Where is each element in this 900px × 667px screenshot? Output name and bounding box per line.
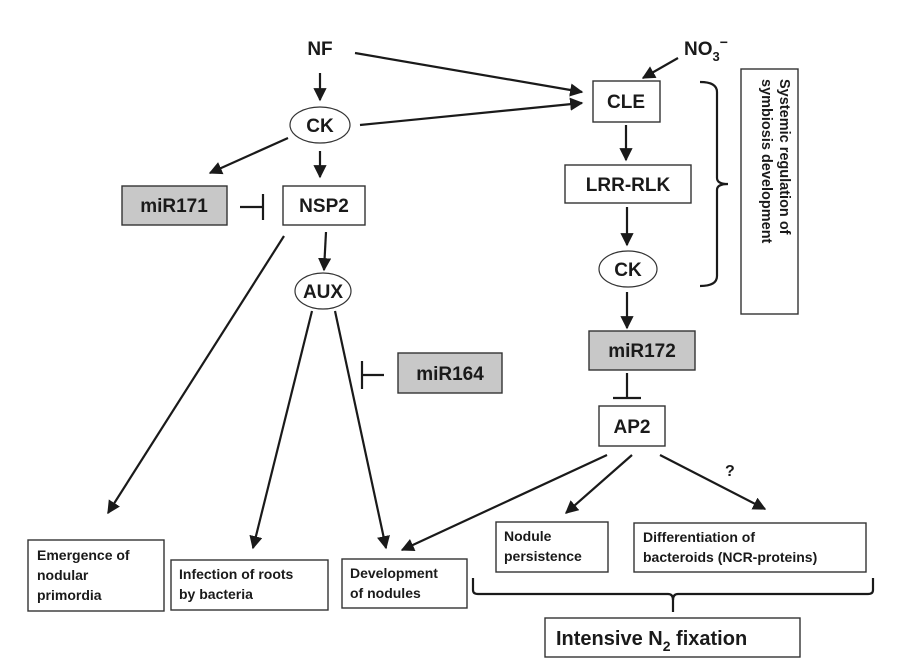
persistence-line1: Nodule (504, 528, 552, 544)
outcome-development: Development of nodules (341, 558, 468, 609)
edge-aux-development (333, 310, 390, 550)
edge-nf-cle (354, 51, 584, 97)
edge-no3-cle (641, 57, 679, 79)
edge-ck-cle (359, 97, 584, 127)
node-nf: NF (307, 39, 332, 60)
systemic-regulation-box: Systemic regulation of symbiosis develop… (740, 68, 799, 315)
infection-line1: Infection of roots (179, 566, 294, 582)
mir164-label: miR164 (416, 364, 484, 385)
edge-nsp2-aux (318, 231, 332, 272)
ap2-label: AP2 (614, 417, 651, 438)
edges (107, 51, 767, 551)
outcome-intensive-n2-fixation: Intensive N2 fixation (544, 617, 801, 658)
emergence-line3: primordia (37, 587, 102, 603)
node-mir172: miR172 (588, 330, 696, 371)
edge-ap2-differentiation (659, 454, 767, 510)
systemic-label-line1: Systemic regulation of (776, 79, 792, 235)
aux-label: AUX (303, 282, 343, 303)
edge-ap2-persistence (565, 454, 633, 514)
mir172-label: miR172 (608, 341, 676, 362)
uncertain-question-mark: ? (725, 463, 735, 480)
cle-label: CLE (607, 92, 645, 113)
node-cle: CLE (592, 80, 661, 123)
nsp2-label: NSP2 (299, 196, 349, 217)
development-line1: Development (350, 565, 438, 581)
node-mir164: miR164 (397, 352, 503, 394)
systemic-brace (699, 80, 729, 288)
edge-ck-mir171 (208, 136, 289, 175)
outcome-persistence: Nodule persistence (495, 521, 609, 573)
no3-label: NO3− (684, 34, 728, 64)
ck-right-label: CK (614, 260, 642, 281)
node-ck-right: CK (598, 250, 658, 288)
emergence-line2: nodular (37, 567, 89, 583)
fixation-label: Intensive N2 fixation (556, 628, 747, 654)
edge-aux-infection (249, 310, 314, 550)
differentiation-line1: Differentiation of (643, 529, 755, 545)
node-mir171: miR171 (121, 185, 228, 226)
edge-nsp2-emergence (107, 235, 285, 515)
outcome-infection: Infection of roots by bacteria (170, 559, 329, 611)
ck-top-label: CK (306, 116, 334, 137)
differentiation-line2: bacteroids (NCR-proteins) (643, 549, 817, 565)
node-no3: NO3− (684, 34, 728, 64)
emergence-line1: Emergence of (37, 547, 130, 563)
persistence-line2: persistence (504, 548, 582, 564)
edge-ap2-development (400, 454, 608, 551)
node-lrr-rlk: LRR-RLK (564, 164, 692, 204)
infection-line2: by bacteria (179, 586, 253, 602)
systemic-label-line2: symbiosis development (758, 79, 774, 244)
nf-label: NF (307, 39, 332, 60)
node-nsp2: NSP2 (282, 185, 366, 226)
node-ap2: AP2 (598, 405, 666, 447)
development-line2: of nodules (350, 585, 421, 601)
node-aux: AUX (294, 272, 352, 310)
node-ck-top: CK (289, 106, 351, 144)
outcome-differentiation: Differentiation of bacteroids (NCR-prote… (633, 522, 867, 573)
outcome-emergence: Emergence of nodular primordia (27, 539, 165, 612)
lrr-rlk-label: LRR-RLK (586, 175, 671, 196)
mir171-label: miR171 (140, 196, 208, 217)
